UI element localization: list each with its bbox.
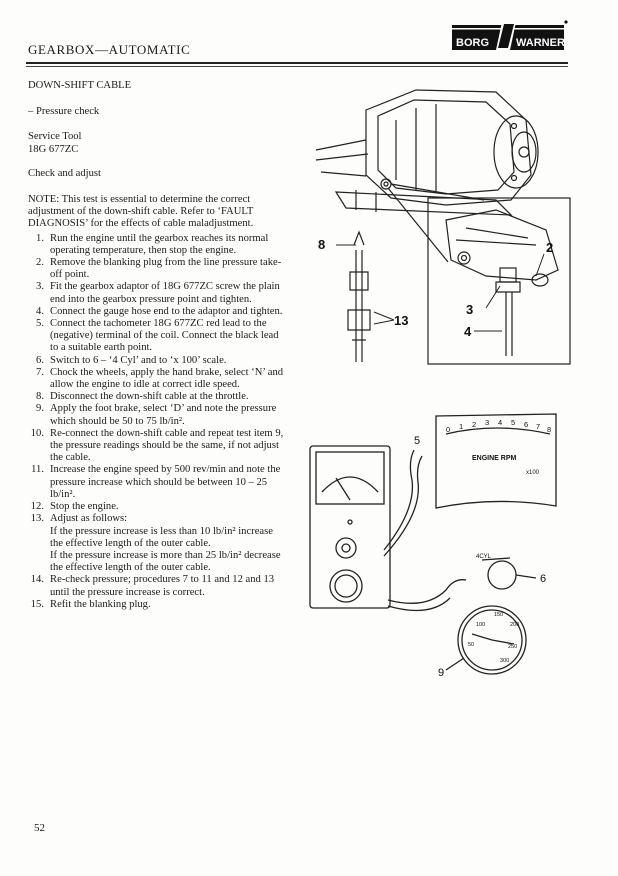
step-number: 11. bbox=[31, 464, 44, 476]
step-number: 6. bbox=[36, 354, 44, 366]
step-text: Adjust as follows: bbox=[50, 513, 128, 525]
section-subtitle: – Pressure check bbox=[28, 106, 100, 118]
rpm-tick-5: 5 bbox=[511, 418, 515, 427]
step-number: 3. bbox=[36, 281, 44, 293]
step-number: 4. bbox=[36, 305, 44, 317]
svg-text:WARNER: WARNER bbox=[516, 37, 565, 49]
figure1-callout-4: 4 bbox=[464, 324, 472, 339]
procedure-step: 11. Increase the engine speed by 500 rev/… bbox=[28, 464, 284, 501]
procedure-step: 2. Remove the blanking plug from the line… bbox=[28, 257, 284, 281]
procedure-steps: 1. Run the engine until the gearbox reach… bbox=[28, 233, 284, 611]
procedure-step: 12. Stop the engine. bbox=[28, 501, 284, 513]
text-column: DOWN-SHIFT CABLE – Pressure check Servic… bbox=[28, 80, 284, 611]
step-text: Run the engine until the gearbox reaches… bbox=[50, 232, 269, 256]
step-text: Refit the blanking plug. bbox=[50, 598, 151, 610]
step-number: 5. bbox=[36, 318, 44, 330]
pressure-tick-100: 100 bbox=[476, 622, 485, 628]
step-text: Fit the gearbox adaptor of 18G 677ZC scr… bbox=[50, 281, 280, 305]
rpm-tick-6: 6 bbox=[524, 420, 528, 429]
header-rule-thin bbox=[26, 66, 568, 67]
rpm-tick-7: 7 bbox=[536, 422, 540, 431]
pressure-tick-300: 300 bbox=[500, 658, 509, 664]
step-subitem: If the pressure increase is less than 10… bbox=[50, 525, 273, 549]
step-number: 14. bbox=[30, 574, 44, 586]
step-text: Connect the tachometer 18G 677ZC red lea… bbox=[50, 318, 279, 354]
gearbox-adaptor-diagram: 8 2 3 4 13 bbox=[315, 89, 571, 365]
step-number: 2. bbox=[36, 257, 44, 269]
page-header-title: GEARBOX—AUTOMATIC bbox=[28, 42, 191, 57]
step-number: 7. bbox=[36, 366, 44, 378]
step-text: Switch to 6 – ‘4 Cyl’ and to ‘x 100’ sca… bbox=[50, 354, 227, 366]
step-number: 1. bbox=[36, 232, 44, 244]
step-text: Apply the foot brake, select ‘D’ and not… bbox=[50, 403, 277, 427]
procedure-step: 6. Switch to 6 – ‘4 Cyl’ and to ‘x 100’ s… bbox=[28, 355, 284, 367]
switch-label: 4CYL bbox=[476, 554, 492, 560]
procedure-step: 9. Apply the foot brake, select ‘D’ and n… bbox=[28, 403, 284, 427]
figure1-callout-3: 3 bbox=[466, 302, 473, 317]
step-text: Re-connect the down-shift cable and repe… bbox=[50, 427, 284, 464]
rpm-tick-4: 4 bbox=[498, 418, 502, 427]
procedure-step: 4. Connect the gauge hose end to the adap… bbox=[28, 306, 284, 318]
step-subitem: If the pressure increase is more than 25… bbox=[50, 549, 281, 574]
step-text: Stop the engine. bbox=[50, 501, 119, 513]
rpm-tick-3: 3 bbox=[485, 418, 489, 427]
rpm-tick-1: 1 bbox=[459, 422, 463, 431]
step-number: 9. bbox=[36, 403, 44, 415]
borg-warner-logo: BORG WARNER bbox=[452, 20, 568, 50]
rpm-label: ENGINE RPM bbox=[472, 455, 517, 462]
pressure-tick-150: 150 bbox=[494, 612, 503, 618]
pressure-tick-50: 50 bbox=[468, 642, 474, 648]
rpm-tick-2: 2 bbox=[472, 420, 476, 429]
test-instruments-diagram: 0 1 2 3 4 5 6 7 8 ENGINE RPM x100 4CYL 5… bbox=[309, 413, 557, 679]
procedure-step: 13.Adjust as follows:If the pressure inc… bbox=[28, 513, 284, 574]
procedure-step: 14. Re-check pressure; procedures 7 to 11… bbox=[28, 574, 284, 598]
pressure-tick-250: 250 bbox=[508, 644, 517, 650]
service-tool-number: 18G 677ZC bbox=[28, 143, 79, 155]
procedure-step: 15. Refit the blanking plug. bbox=[28, 599, 284, 611]
figure1-callout-2: 2 bbox=[546, 240, 553, 255]
step-text: Re-check pressure; procedures 7 to 11 an… bbox=[50, 574, 275, 598]
step-number: 12. bbox=[30, 501, 44, 513]
check-adjust-title: Check and adjust bbox=[28, 167, 101, 179]
step-number: 10. bbox=[30, 427, 44, 439]
header-rule bbox=[26, 62, 568, 64]
step-text: Disconnect the down-shift cable at the t… bbox=[50, 391, 249, 403]
procedure-step: 1. Run the engine until the gearbox reach… bbox=[28, 233, 284, 257]
rpm-tick-0: 0 bbox=[446, 425, 450, 434]
procedure-step: 5. Connect the tachometer 18G 677ZC red l… bbox=[28, 318, 284, 355]
note-paragraph: NOTE: This test is essential to determin… bbox=[28, 194, 254, 230]
figure2-callout-5: 5 bbox=[414, 435, 420, 447]
figure1-callout-8: 8 bbox=[318, 237, 325, 252]
service-tool-label: Service Tool bbox=[28, 131, 82, 143]
procedure-step: 10. Re-connect the down-shift cable and r… bbox=[28, 428, 284, 465]
page-number: 52 bbox=[34, 822, 45, 834]
svg-text:BORG: BORG bbox=[456, 37, 489, 49]
procedure-step: 8. Disconnect the down-shift cable at the… bbox=[28, 391, 284, 403]
step-number: 8. bbox=[36, 391, 44, 403]
step-text: Connect the gauge hose end to the adapto… bbox=[50, 305, 283, 317]
figure2-callout-9: 9 bbox=[438, 667, 444, 679]
step-number: 13. bbox=[30, 513, 44, 525]
step-text: Remove the blanking plug from the line p… bbox=[50, 257, 282, 281]
pressure-tick-200: 200 bbox=[510, 622, 519, 628]
procedure-step: 3. Fit the gearbox adaptor of 18G 677ZC s… bbox=[28, 281, 284, 305]
rpm-multiplier: x100 bbox=[526, 470, 540, 476]
figure2-callout-6: 6 bbox=[540, 573, 546, 585]
figure1-callout-13: 13 bbox=[394, 313, 408, 328]
rpm-tick-8: 8 bbox=[547, 425, 551, 434]
section-title: DOWN-SHIFT CABLE bbox=[28, 80, 132, 91]
step-number: 15. bbox=[30, 598, 44, 610]
procedure-step: 7. Chock the wheels, apply the hand brake… bbox=[28, 367, 284, 391]
step-text: Chock the wheels, apply the hand brake, … bbox=[50, 366, 284, 391]
step-text: Increase the engine speed by 500 rev/min… bbox=[50, 464, 281, 500]
